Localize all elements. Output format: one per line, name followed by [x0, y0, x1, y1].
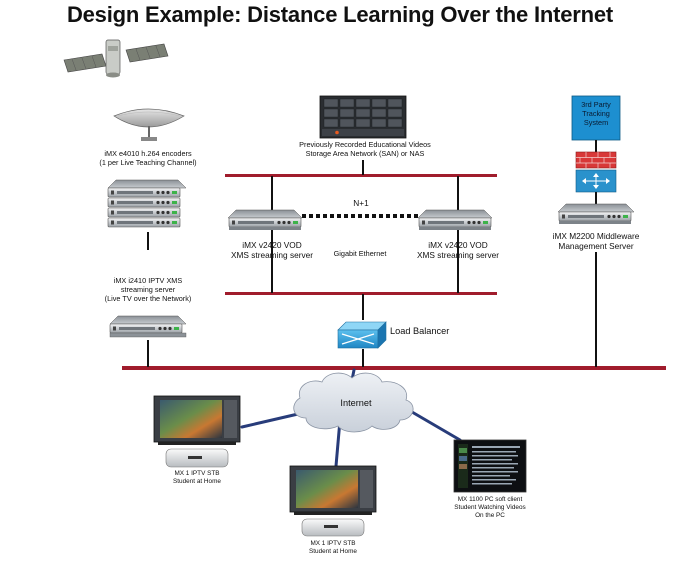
tracking-system-box: [571, 95, 621, 141]
storage-label: Previously Recorded Educational Videos S…: [283, 140, 447, 159]
vod-left-label: iMX v2420 VOD XMS streaming server: [214, 240, 330, 260]
iptv-server-icon: [109, 315, 187, 338]
vod-left-label-line: XMS streaming server: [230, 250, 314, 261]
encoder-stack-icon: [107, 179, 187, 228]
main-bus: [122, 366, 666, 370]
vod-right-label: iMX v2420 VOD XMS streaming server: [400, 240, 516, 260]
vod-left-label-line: iMX v2420 VOD: [242, 240, 302, 250]
stb-center-label: MX 1 IPTV STB Student at Home: [288, 540, 378, 556]
vod-right-label-line: iMX v2420 VOD: [428, 240, 488, 250]
tracking-system-label: 3rd Party Tracking System: [572, 100, 620, 128]
pc-client-label: MX 1100 PC soft client Student Watching …: [438, 496, 542, 519]
vod-right-label-line: XMS streaming server: [416, 250, 500, 261]
stb-left-label: MX 1 IPTV STB Student at Home: [152, 470, 242, 486]
middleware-label: iMX M2200 Middleware Management Server: [540, 231, 652, 251]
internet-links: [240, 368, 462, 468]
stb-center-label-line: Student at Home: [309, 547, 357, 555]
satellite-dish-icon: [113, 108, 185, 141]
iptv-server-label-line: iMX i2410 IPTV XMS: [113, 276, 183, 285]
pc-client-label-line: On the PC: [475, 511, 505, 519]
storage-label-line: Storage Area Network (SAN) or NAS: [305, 148, 425, 158]
tv-center-icon: [289, 465, 377, 515]
storage-array-icon: [319, 95, 407, 139]
stb-center-icon: [301, 518, 365, 537]
stb-center-label-line: MX 1 IPTV STB: [310, 540, 356, 547]
pc-client-label-line: Student Watching Videos: [454, 503, 526, 511]
encoders-label: iMX e4010 h.264 encoders (1 per Live Tea…: [86, 149, 210, 168]
load-balancer-label: Load Balancer: [390, 326, 450, 336]
satellite-icon: [63, 39, 169, 78]
pc-client-label-line: MX 1100 PC soft client: [457, 496, 523, 503]
middleware-label-line: Management Server: [558, 241, 634, 252]
firewall-icon: [575, 151, 617, 169]
stb-left-icon: [165, 448, 229, 468]
middleware-server-icon: [557, 203, 635, 224]
stb-left-label-line: Student at Home: [173, 477, 221, 485]
vod-bus: [225, 292, 497, 295]
middleware-label-line: iMX M2200 Middleware: [552, 231, 640, 241]
n-plus-1-label: N+1: [353, 198, 369, 208]
internet-cloud-icon: [293, 372, 414, 433]
vertical-links: [147, 160, 597, 367]
internet-label: Internet: [340, 398, 372, 408]
tracking-label-line: Tracking: [582, 108, 610, 118]
tracking-label-line: System: [583, 117, 609, 127]
router-icon: [575, 169, 617, 193]
load-balancer-icon: [337, 321, 387, 349]
stb-left-label-line: MX 1 IPTV STB: [174, 470, 220, 477]
vod-server-left-icon: [227, 209, 303, 230]
vod-server-right-icon: [417, 209, 493, 230]
page-title: Design Example: Distance Learning Over t…: [66, 2, 614, 27]
encoders-label-line: (1 per Live Teaching Channel): [99, 157, 197, 167]
gigabit-ethernet-label: Gigabit Ethernet: [333, 249, 387, 258]
tracking-label-line: 3rd Party: [581, 100, 611, 109]
network-buses: [122, 174, 666, 370]
tv-left-icon: [153, 395, 241, 445]
storage-label-line: Previously Recorded Educational Videos: [299, 140, 431, 149]
iptv-server-label-line: streaming server: [120, 284, 176, 294]
encoders-label-line: iMX e4010 h.264 encoders: [104, 149, 192, 158]
link-internet-pc: [410, 410, 462, 442]
link-internet-left-tv: [240, 412, 300, 429]
iptv-server-label-line: (Live TV over the Network): [104, 293, 192, 303]
iptv-server-label: iMX i2410 IPTV XMS streaming server (Liv…: [86, 276, 210, 304]
storage-bus: [225, 174, 497, 177]
pc-screen-icon: [453, 439, 527, 493]
